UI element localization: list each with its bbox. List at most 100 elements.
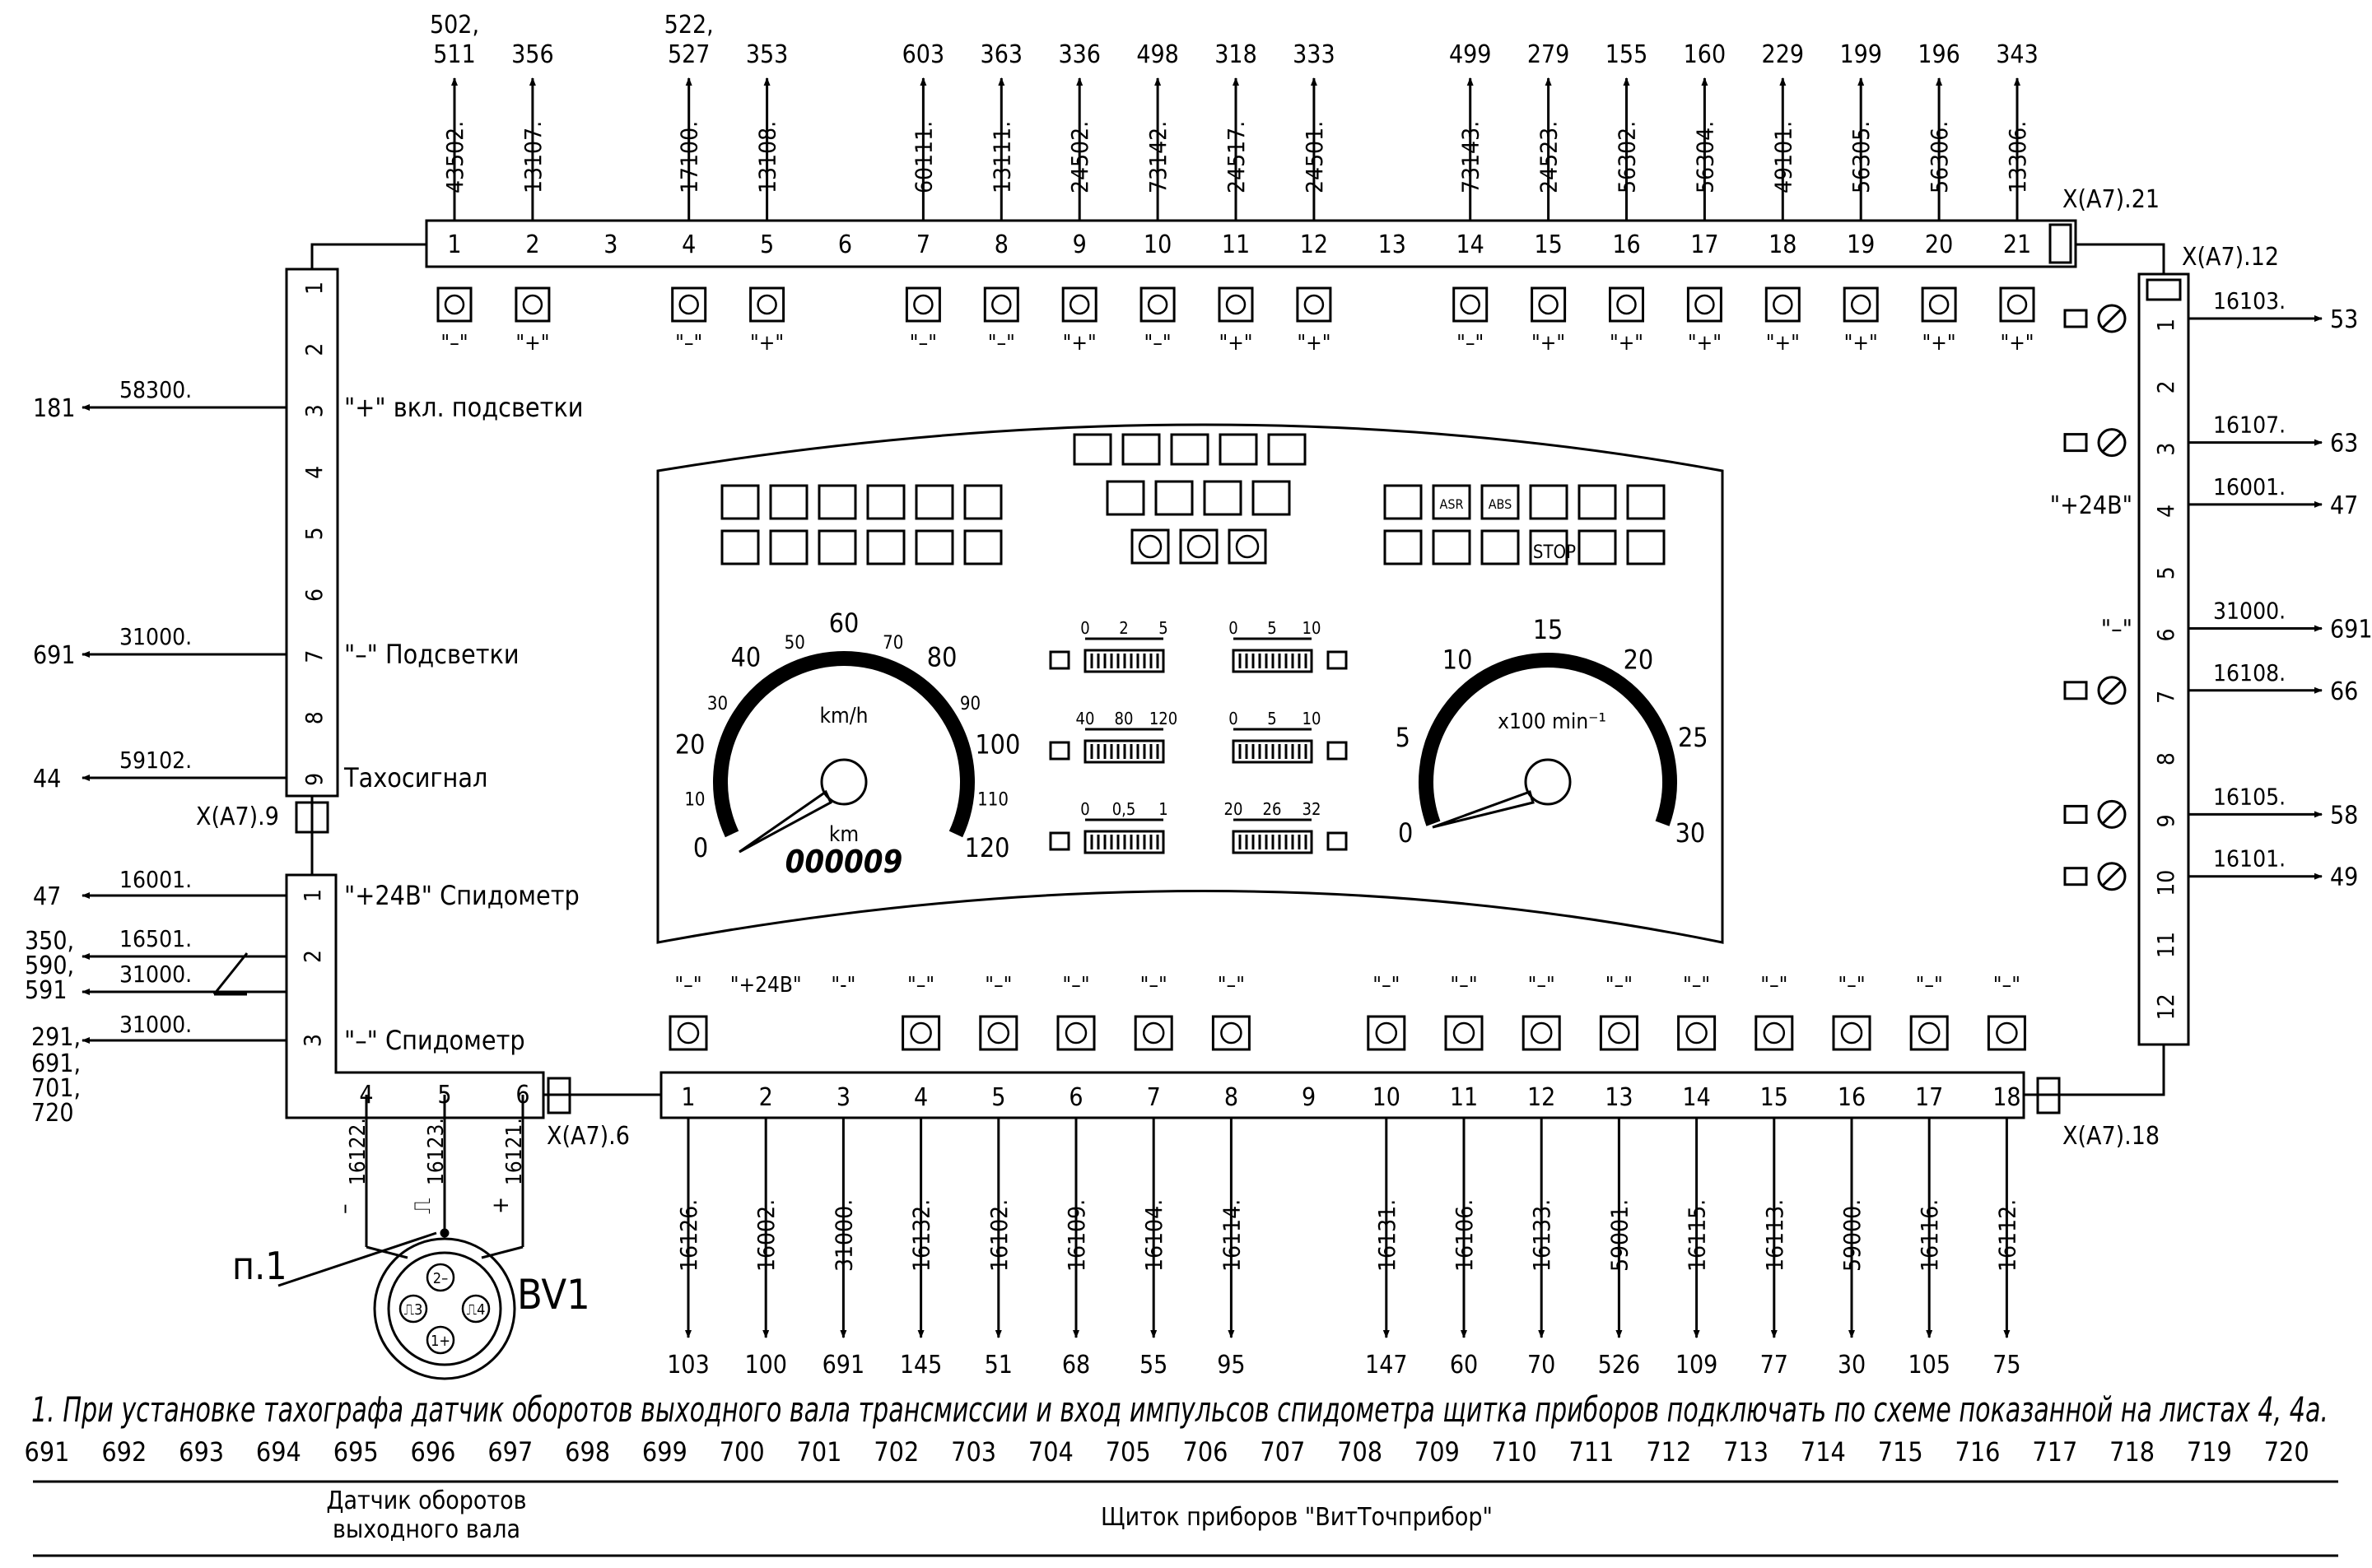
top-pin-number: 10 [1144,230,1172,259]
bottom-indicator-icon [1134,1015,1173,1051]
ruler-number: 709 [1414,1436,1460,1468]
panel-indicator-icon [1267,433,1307,466]
bottom-indicator-glyph [1220,1021,1242,1045]
bottom-connector-box [659,1071,2025,1119]
bottom-pin-number: 11 [1450,1083,1478,1112]
top-wire-destination: 603 [902,40,945,69]
top-pin-number: 12 [1300,230,1328,259]
panel-indicator-icon [1577,484,1617,520]
panel-asr-label: ASR [1440,496,1464,512]
bar-gauge-label: 0 [1228,618,1237,638]
top-wire-destination: 279 [1527,40,1570,69]
ruler-number: 704 [1028,1436,1074,1468]
panel-indicator-glyph [1186,534,1211,559]
bottom-indicator-sign: "–" [1450,973,1477,998]
left9-wire-number: 58300. [119,376,192,403]
bottom-indicator-icon [669,1015,708,1051]
odometer-value: 000009 [785,844,903,880]
speedometer-tick-label: 80 [927,641,958,672]
top-pin-number: 2 [525,230,539,259]
top-indicator-glyph [1538,294,1559,315]
top-indicator-icon [1686,286,1722,323]
bottom-indicator-glyph [1840,1021,1863,1045]
top-wire-number: 24523. [1536,121,1563,193]
top-pin-number: 16 [1612,230,1640,259]
top-pin-number: 15 [1534,230,1562,259]
right-wire-number: 16001. [2213,473,2286,500]
top-indicator-sign: "+" [515,331,549,356]
bottom-wire-destination: 526 [1598,1351,1641,1380]
ruler-number: 708 [1337,1436,1382,1468]
top-wire-number: 60111. [910,121,937,193]
top-indicator-sign: "+" [1610,331,1643,356]
top-pin-number: 14 [1456,230,1484,259]
top-indicator-glyph [913,294,934,315]
panel-indicator-icon [818,484,857,520]
bottom-indicator-icon [1056,1015,1096,1051]
panel-indicator-icon [1383,484,1423,520]
right-pin-number: 12 [2152,993,2179,1020]
bottom-wire-number: 59001. [1605,1199,1633,1272]
bar-gauge-label: 0 [1080,618,1089,638]
bar-gauge-label: 0,5 [1112,799,1136,819]
connector-end-symbol [547,1077,571,1114]
top-pin-number: 21 [2003,230,2031,259]
bottom-wire-number: 16104. [1140,1199,1167,1272]
top-wire-destination: 196 [1918,40,1960,69]
bar-gauge-icon [1326,741,1348,761]
top-indicator-sign: "+" [2000,331,2034,356]
left6-bottom-wire-number: 16121. [502,1118,527,1185]
bottom-indicator-glyph [987,1021,1010,1045]
top-indicator-glyph [1694,294,1715,315]
top-wire-destination: 498 [1136,40,1179,69]
panel-indicator-glyph [1138,534,1163,559]
speedometer-tick-label: 70 [883,633,903,654]
right-pin-number: 1 [2152,319,2179,332]
left6-pin-number: 5 [437,1081,451,1110]
switch-symbol [2100,431,2123,454]
ruler-number: 694 [256,1436,301,1468]
right-wire-number: 16103. [2213,287,2286,314]
footer-right-label: Щиток приборов "ВитТочприбор" [1101,1503,1493,1532]
panel-indicator-icon [1529,484,1568,520]
top-indicator-glyph [991,294,1012,315]
ruler-number: 697 [487,1436,533,1468]
panel-indicator-icon [1106,480,1145,516]
bottom-indicator-sign: "+24В" [730,973,802,998]
bottom-indicator-icon [1677,1015,1717,1051]
top-wire-destination: 522, [664,11,714,40]
bottom-indicator-glyph [1375,1021,1398,1045]
bottom-pin-number: 17 [1915,1083,1943,1112]
right-wire-destination: 66 [2330,677,2358,706]
bottom-wire-number: 16114. [1218,1199,1245,1272]
bottom-pin-number: 6 [1069,1083,1083,1112]
top-wire-destination: 155 [1605,40,1648,69]
left9-pin-number: 9 [301,773,328,786]
ruler-number: 701 [797,1436,842,1468]
sensor-pin [426,1263,455,1292]
panel-indicator-icon [1626,484,1666,520]
left6-pin-number: 1 [299,889,326,902]
left6-bottom-wire-sign: + [487,1197,514,1214]
left-connector-9-name: X(A7).9 [196,803,279,831]
ruler-number: 695 [333,1436,379,1468]
top-indicator-sign: "+" [750,331,784,356]
bottom-wire-destination: 75 [1992,1351,2020,1380]
top-indicator-sign: "+" [1844,331,1878,356]
bottom-indicator-glyph [677,1021,700,1045]
top-wire-destination: 318 [1214,40,1257,69]
right-wire-number: 16101. [2213,845,2286,872]
switch-symbol [2097,862,2127,891]
top-indicator-icon [515,286,551,323]
panel-indicator-icon [1480,484,1520,520]
top-indicator-glyph [1225,294,1247,315]
left9-wire-destination: 181 [33,394,76,423]
panel-indicator-icon [1480,529,1520,565]
top-wire-destination: 333 [1293,40,1335,69]
tachometer-tick-label: 25 [1678,722,1708,753]
sensor-indicator-icon [2063,867,2088,886]
top-indicator-sign: "+" [1766,331,1800,356]
top-indicator-sign: "–" [675,331,702,356]
